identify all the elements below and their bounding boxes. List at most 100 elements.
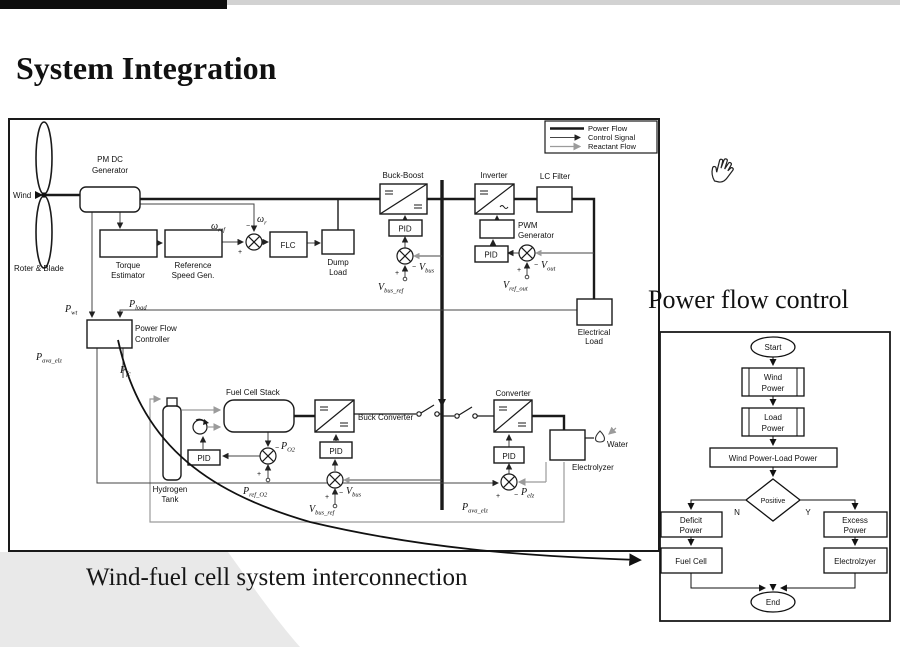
svg-text:+: + (517, 267, 521, 274)
p-ava-elz-label-2: Pava_elz (461, 502, 488, 515)
excess-power-node (823, 511, 888, 538)
svg-text:Inverter: Inverter (480, 171, 507, 180)
generator-box (79, 186, 141, 213)
svg-text:PID: PID (197, 454, 211, 463)
svg-text:+: + (325, 494, 329, 501)
lc-filter-box (536, 186, 573, 213)
vref-out-label: Vref_out (503, 280, 528, 293)
svg-text:−: − (275, 445, 279, 452)
electrolyzer-node (823, 547, 888, 574)
svg-text:Reactant Flow: Reactant Flow (588, 142, 637, 151)
o2-sum-junction (259, 447, 277, 465)
svg-text:FLC: FLC (280, 241, 295, 250)
slide-top-bar (0, 0, 227, 9)
svg-text:Reference: Reference (175, 261, 212, 270)
elz-sum-junction (500, 473, 518, 491)
water-droplet-icon (594, 430, 606, 443)
inverter-section: Inverter PWM Generator PID − Vout + Vref… (474, 171, 556, 293)
svg-text:Torque: Torque (116, 261, 141, 270)
diagram-caption: Wind-fuel cell system interconnection (86, 564, 468, 591)
torque-estimator-box (99, 229, 158, 258)
svg-text:Electrolzyer: Electrolzyer (834, 557, 876, 566)
svg-text:PM DC: PM DC (97, 155, 123, 164)
vbus2-label: Vbus (346, 486, 362, 499)
svg-text:LC Filter: LC Filter (540, 172, 571, 181)
rotor-blade-label: Roter & Blade (14, 264, 64, 273)
svg-text:−: − (246, 223, 250, 230)
svg-text:Excess: Excess (842, 516, 868, 525)
buck-boost-pid-box (388, 219, 423, 237)
svg-text:PID: PID (329, 447, 343, 456)
wind-power-node (741, 367, 805, 397)
electrolyzer-section: Converter PID − Pelz + Pava_elz Electrol… (442, 389, 628, 515)
vbus-sum-junction (396, 247, 414, 265)
turbine-blade-bottom (35, 195, 53, 269)
svg-text:−: − (534, 262, 538, 269)
vbus-label: Vbus (419, 262, 435, 275)
turbine-blade-top (35, 121, 53, 195)
p-wt-label: Pwt (64, 304, 77, 317)
svg-text:Power: Power (844, 526, 867, 535)
svg-text:Positive: Positive (761, 498, 786, 505)
svg-text:Buck-Boost: Buck-Boost (383, 171, 425, 180)
diagram-legend: Power Flow Control Signal Reactant Flow (544, 120, 658, 154)
omega-ref-label: ωref (211, 221, 226, 234)
decision-node (744, 478, 802, 522)
svg-text:Control Signal: Control Signal (588, 133, 635, 142)
vout-sum-junction (518, 244, 536, 262)
svg-text:−: − (514, 492, 518, 499)
svg-text:Deficit: Deficit (680, 516, 703, 525)
electrolyzer-switch (442, 406, 494, 419)
flc-box (269, 231, 308, 258)
svg-text:Electrical: Electrical (578, 328, 611, 337)
fuel-cell-stack-box (223, 399, 295, 433)
svg-text:Power Flow: Power Flow (588, 124, 628, 133)
svg-text:+: + (496, 493, 500, 500)
dump-load-box (321, 229, 355, 255)
hydrogen-tank (162, 405, 182, 481)
wind-arrow-icon (35, 191, 43, 199)
power-flow-controller-box (86, 319, 133, 349)
p-ava-elz-label: Pava_elz (35, 352, 62, 365)
wind-turbine: Wind Roter & Blade (13, 121, 64, 273)
power-flow-controller: Power Flow Controller Pwt Pload Pava_elz… (35, 299, 177, 378)
buck-boost-section: Buck-Boost PID − Vbus + Vbus_ref (378, 171, 435, 295)
svg-text:Converter: Converter (495, 389, 530, 398)
hand-cursor-icon (711, 158, 734, 183)
svg-text:Tank: Tank (162, 495, 180, 504)
flowchart-connectors (687, 357, 859, 592)
page-title: System Integration (16, 50, 277, 86)
pwm-generator-box (479, 219, 515, 239)
svg-text:Wind Power-Load Power: Wind Power-Load Power (729, 454, 818, 463)
svg-text:End: End (766, 598, 780, 607)
reference-speed-box (164, 229, 223, 258)
flowchart-title: Power flow control (648, 285, 849, 314)
load-power-node (741, 407, 805, 437)
electrolyzer-box (549, 429, 586, 461)
start-node (750, 336, 796, 358)
svg-text:Controller: Controller (135, 335, 170, 344)
vbus2-sum-junction (326, 471, 344, 489)
svg-text:Generator: Generator (92, 166, 128, 175)
fuel-cell-switch (354, 404, 442, 417)
deficit-power-node (660, 511, 723, 538)
svg-text:Load: Load (764, 413, 782, 422)
pm-dc-generator: PM DC Generator (79, 155, 141, 213)
svg-text:Power: Power (762, 424, 785, 433)
svg-text:−: − (339, 490, 343, 497)
svg-text:PID: PID (398, 225, 412, 234)
p-load-label: Pload (128, 299, 147, 312)
svg-text:Fuel Cell: Fuel Cell (675, 557, 707, 566)
svg-text:Electrolyzer: Electrolyzer (572, 463, 614, 472)
compare-node (709, 447, 838, 468)
svg-text:Hydrogen: Hydrogen (153, 485, 188, 494)
svg-text:Start: Start (765, 343, 783, 352)
inverter-pid-box (474, 245, 509, 263)
vout-label: Vout (541, 260, 556, 273)
vbus2-ref-label: Vbus_ref (309, 504, 336, 517)
bus-direction-arrow (438, 399, 446, 407)
svg-text:Load: Load (329, 268, 347, 277)
electrical-load-box (576, 298, 613, 326)
vbus-ref-label: Vbus_ref (378, 282, 405, 295)
svg-text:Fuel Cell Stack: Fuel Cell Stack (226, 388, 281, 397)
